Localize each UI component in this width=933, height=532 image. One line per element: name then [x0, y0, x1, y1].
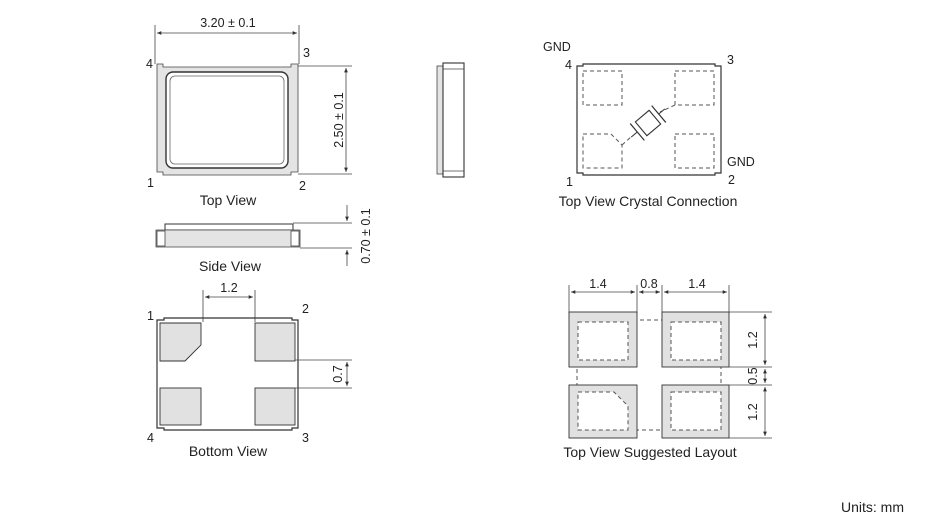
top-pin-2-label: 2	[299, 179, 306, 193]
top-view: 3.20 ± 0.1 2.50 ± 0.1 4 3 1 2 Top View	[146, 16, 352, 208]
layout-dim-pad-vertical-gap: 0.5	[746, 367, 760, 384]
layout-dim-pad-gap: 0.8	[640, 277, 657, 291]
top-width-dimension: 3.20 ± 0.1	[200, 16, 256, 30]
crystal-pin-3-label: 3	[727, 53, 734, 67]
bottom-pad-1	[159, 322, 202, 362]
suggested-layout-caption: Top View Suggested Layout	[563, 444, 736, 460]
bottom-pad-height-dimension: 0.7	[331, 365, 345, 382]
side-view-caption: Side View	[199, 258, 262, 274]
layout-dim-pad-width-right: 1.4	[688, 277, 705, 291]
crystal-pin-1-label: 1	[566, 175, 573, 189]
top-height-dimension: 2.50 ± 0.1	[332, 92, 346, 148]
bottom-pad-spacing-dimension: 1.2	[220, 281, 237, 295]
crystal-pin-4-label: 4	[565, 58, 572, 72]
bottom-pin-3-label: 3	[302, 431, 309, 445]
units-label: Units: mm	[841, 499, 904, 515]
layout-dim-pad-width-left: 1.4	[589, 277, 606, 291]
crystal-connection-caption: Top View Crystal Connection	[559, 193, 738, 209]
top-view-package	[156, 63, 299, 176]
top-pin-4-label: 4	[146, 57, 153, 71]
bottom-pin-1-label: 1	[147, 309, 154, 323]
layout-dim-pad-height-top: 1.2	[746, 331, 760, 348]
bottom-view: 1.2 0.7 1 2 4 3 Bottom View	[147, 281, 352, 459]
bottom-pin-4-label: 4	[147, 431, 154, 445]
bottom-pin-2-label: 2	[302, 302, 309, 316]
crystal-connection-view: GND 4 3 GND 2 1 Top View Crystal Connect…	[543, 40, 755, 209]
suggested-layout-view: 1.4 0.8 1.4 1.2 0.5 1.2 Top View Suggest…	[563, 277, 772, 460]
top-view-caption: Top View	[200, 192, 257, 208]
bottom-view-caption: Bottom View	[189, 443, 268, 459]
crystal-pin-2-label: 2	[728, 173, 735, 187]
top-pin-1-label: 1	[147, 176, 154, 190]
crystal-gnd-top-label: GND	[543, 40, 571, 54]
crystal-symbol	[629, 105, 667, 141]
bottom-pad-4	[159, 387, 202, 426]
edge-view	[436, 62, 465, 178]
bottom-pad-2	[254, 322, 296, 362]
layout-dim-pad-height-bottom: 1.2	[746, 403, 760, 420]
bottom-pad-3	[254, 387, 296, 426]
crystal-gnd-bottom-label: GND	[727, 155, 755, 169]
side-thickness-dimension: 0.70 ± 0.1	[359, 208, 373, 264]
top-pin-3-label: 3	[303, 46, 310, 60]
side-view: 0.70 ± 0.1 Side View	[155, 205, 373, 274]
